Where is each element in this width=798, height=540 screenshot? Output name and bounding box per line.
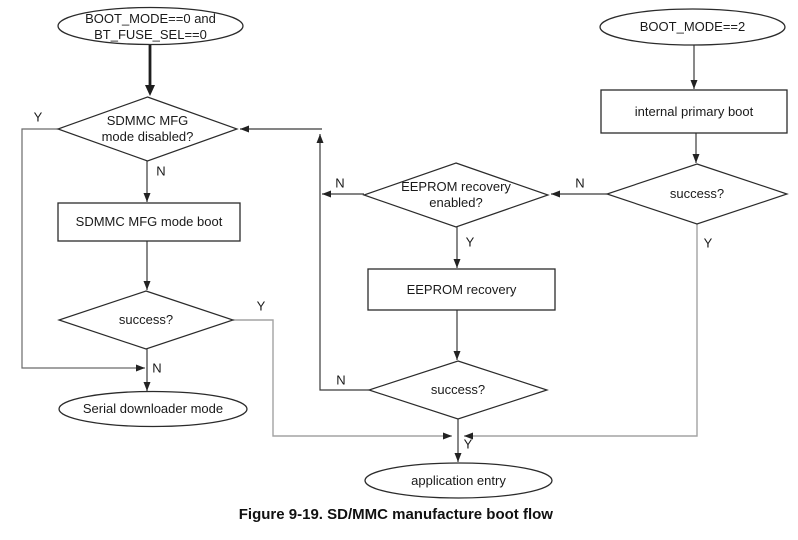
edge-eeprom-success-n-rail (316, 134, 369, 391)
sdmmc-boot-success-line1: success? (118, 312, 174, 327)
edge-sdmmc-success-y (233, 319, 452, 440)
decision-eeprom-recovery-enabled (362, 162, 550, 228)
terminator-boot-mode-0 (57, 6, 244, 46)
process-internal-primary-boot (600, 89, 788, 134)
terminator-serial-downloader-label: Serial downloader mode (59, 392, 247, 426)
serial-downloader-line1: Serial downloader mode (82, 401, 224, 416)
process-internal-primary-boot-label: internal primary boot (601, 90, 787, 133)
process-eeprom-recovery-label: EEPROM recovery (368, 269, 555, 310)
boot-mode-2-line1: BOOT_MODE==2 (639, 19, 746, 34)
figure-caption: Figure 9-19. SD/MMC manufacture boot flo… (238, 506, 553, 523)
process-eeprom-recovery (367, 268, 556, 311)
terminator-application-entry (364, 462, 553, 499)
process-sdmmc-mfg-boot-label: SDMMC MFG mode boot (58, 203, 240, 241)
terminator-application-entry-label: application entry (365, 463, 552, 498)
label-sdmmc-disabled-no: N (156, 163, 166, 179)
decision-sdmmc-boot-success (57, 290, 235, 350)
decision-sdmmc-mfg-disabled-label: SDMMC MFG mode disabled? (58, 97, 237, 161)
decision-eeprom-recovery-success-label: success? (369, 361, 547, 419)
label-sdmmc-success-no: N (152, 360, 162, 376)
terminator-serial-downloader (58, 390, 248, 428)
label-eeprom-success-no: N (336, 372, 346, 388)
edge-primary-success-y (464, 224, 698, 440)
boot-mode-0-line1: BOOT_MODE==0 and (85, 10, 216, 26)
eeprom-recovery-enabled-line1: EEPROM recovery (401, 179, 511, 194)
label-sdmmc-disabled-yes: Y (33, 109, 43, 125)
internal-primary-boot-line1: internal primary boot (634, 103, 754, 119)
decision-sdmmc-mfg-disabled (56, 96, 239, 162)
label-application-entry-yes: Y (463, 436, 473, 452)
edge-start-to-sdmmc-disabled (145, 44, 155, 96)
decision-primary-boot-success-label: success? (607, 164, 787, 224)
edge-sdmmc-disabled-y-rail (21, 128, 145, 372)
eeprom-recovery-enabled-line2: enabled? (429, 195, 483, 210)
label-eeprom-enabled-no: N (335, 175, 345, 191)
eeprom-recovery-line1: EEPROM recovery (406, 281, 517, 297)
decision-eeprom-recovery-success (367, 360, 549, 420)
decision-eeprom-recovery-enabled-label: EEPROM recovery enabled? (364, 163, 548, 227)
boot-mode-0-line2: BT_FUSE_SEL==0 (94, 26, 207, 42)
decision-sdmmc-boot-success-label: success? (59, 291, 233, 349)
sdmmc-mfg-boot-line1: SDMMC MFG mode boot (75, 214, 223, 229)
label-eeprom-enabled-yes: Y (465, 234, 475, 250)
sdmmc-mfg-disabled-line1: SDMMC MFG (106, 113, 189, 128)
primary-boot-success-line1: success? (669, 186, 725, 201)
terminator-boot-mode-0-label: BOOT_MODE==0 and BT_FUSE_SEL==0 (58, 8, 243, 45)
terminator-boot-mode-2-label: BOOT_MODE==2 (600, 9, 785, 45)
eeprom-recovery-success-line1: success? (430, 382, 486, 397)
process-sdmmc-mfg-boot (57, 202, 241, 242)
label-primary-success-yes: Y (703, 235, 713, 251)
label-sdmmc-success-yes: Y (256, 298, 266, 314)
application-entry-line1: application entry (411, 472, 506, 488)
decision-primary-boot-success (605, 163, 789, 225)
sdmmc-mfg-disabled-line2: mode disabled? (101, 129, 194, 144)
label-primary-success-no: N (575, 175, 585, 191)
terminator-boot-mode-2 (599, 8, 786, 46)
